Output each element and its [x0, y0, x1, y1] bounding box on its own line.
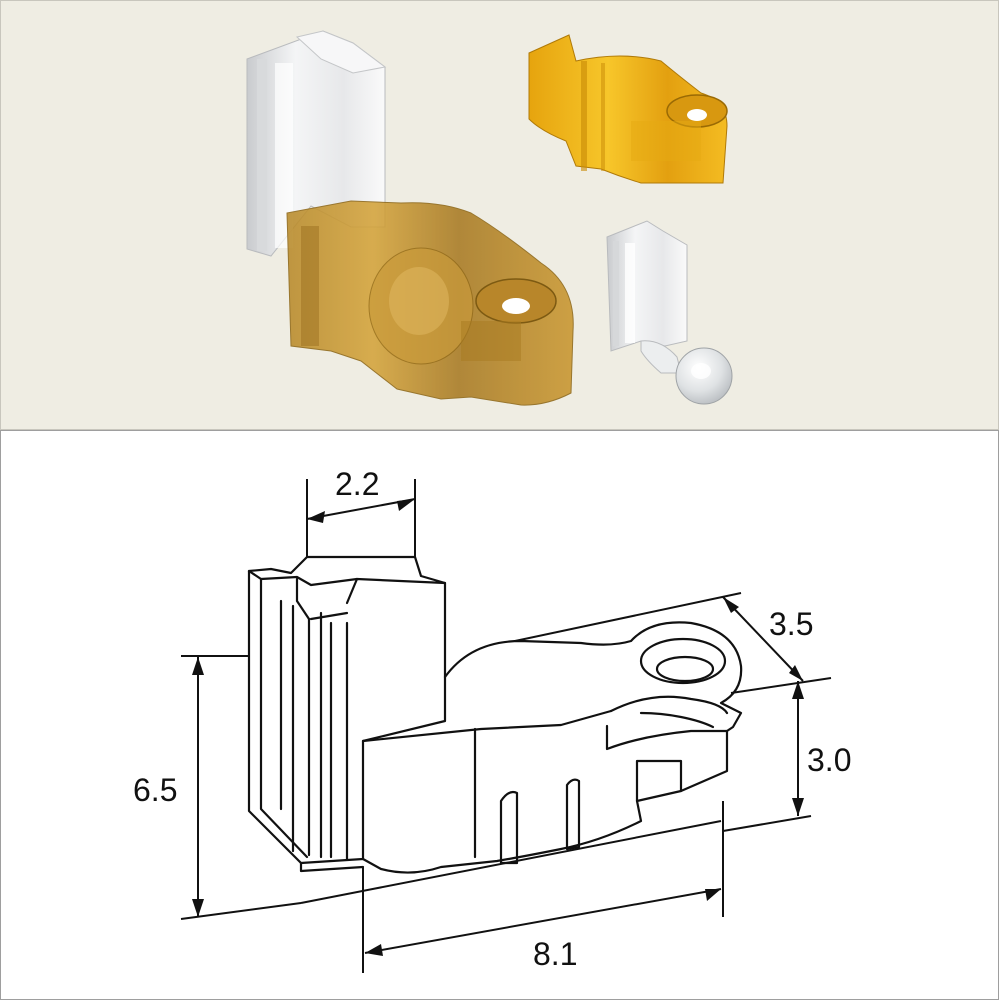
dimension-label-depth: 3.5: [769, 606, 813, 642]
dimension-lines: [180, 479, 832, 973]
dimension-label-width-top: 2.2: [335, 466, 379, 502]
drawing-panel: 2.2 3.5 6.5 3.0 8.1: [0, 430, 999, 1000]
terminal-line-drawing: 2.2 3.5 6.5 3.0 8.1: [133, 466, 851, 973]
pin-with-ball-render: [606, 220, 733, 405]
terminal-gold-render: [528, 34, 728, 184]
dimension-arrows: [192, 499, 804, 956]
render-illustration: [246, 30, 733, 406]
render-panel: [0, 0, 999, 430]
dimension-label-height-barrel: 3.0: [807, 742, 851, 778]
dimension-label-height-total: 6.5: [133, 772, 177, 808]
dimension-label-length: 8.1: [533, 936, 577, 972]
terminal-assembly-render: [246, 30, 574, 406]
